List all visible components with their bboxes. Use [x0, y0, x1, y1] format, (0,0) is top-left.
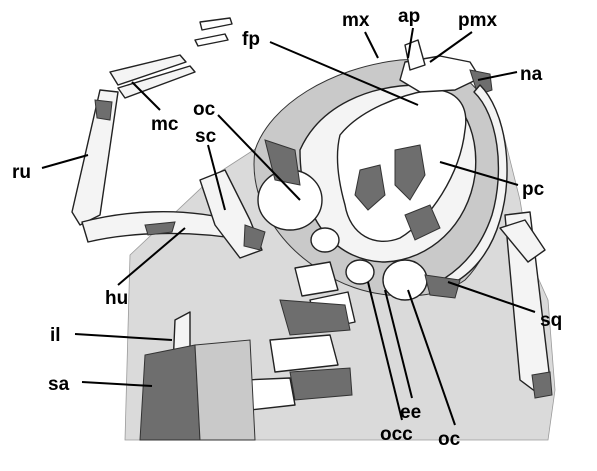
label-il: il — [50, 325, 61, 346]
label-occ: occ — [380, 424, 413, 445]
label-oc-lower: oc — [438, 429, 461, 450]
label-sq: sq — [540, 310, 562, 331]
left-forelimb-dark — [532, 372, 552, 398]
exoccipital — [346, 260, 374, 284]
condyle — [311, 228, 339, 252]
label-mc: mc — [151, 114, 179, 135]
vertebra-dark-1 — [280, 300, 350, 335]
leader-ru — [42, 155, 88, 168]
label-ap: ap — [398, 6, 420, 27]
label-ru: ru — [12, 162, 31, 183]
radioulna-dark — [95, 100, 112, 120]
otic-capsule — [383, 260, 427, 300]
label-sa: sa — [48, 374, 70, 395]
label-sc: sc — [195, 126, 217, 147]
label-hu: hu — [105, 288, 128, 309]
sacral-dark — [140, 345, 200, 440]
label-mx: mx — [342, 10, 370, 31]
label-oc-upper: oc — [193, 99, 216, 120]
label-ee: ee — [400, 402, 421, 423]
leader-mx — [365, 32, 378, 58]
vertebra-dark-2 — [290, 368, 352, 400]
label-fp: fp — [242, 29, 260, 50]
label-pmx: pmx — [458, 10, 498, 31]
label-pc: pc — [522, 179, 545, 200]
sacral-light — [195, 340, 255, 440]
phalanges — [195, 18, 232, 46]
label-na: na — [520, 64, 543, 85]
vertebra-1 — [295, 262, 338, 296]
vertebra-3 — [270, 335, 338, 372]
